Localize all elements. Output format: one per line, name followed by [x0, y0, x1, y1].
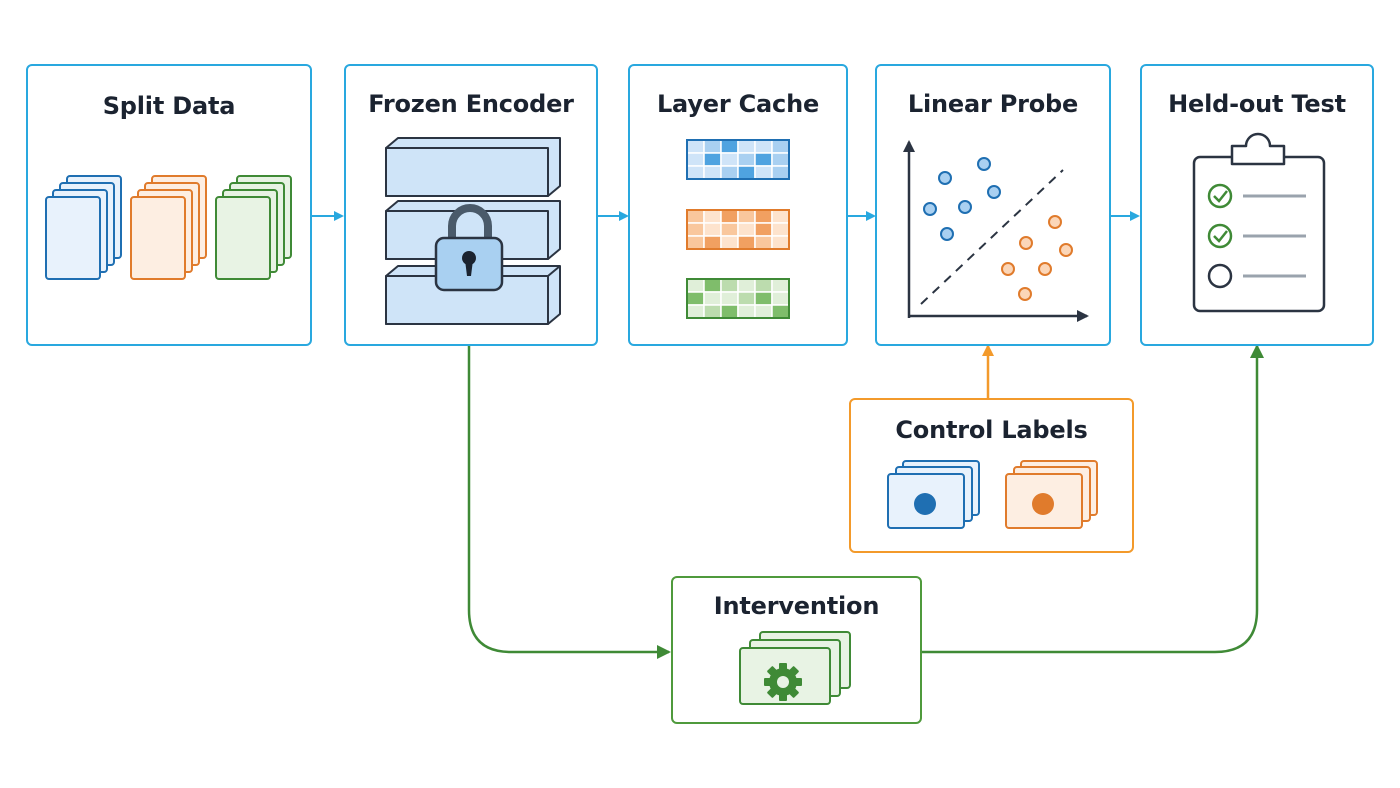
- arrow-intervention-to-test: [922, 344, 1264, 654]
- data-splits-icon: [45, 175, 292, 280]
- split-data-node: Split Data: [26, 64, 312, 346]
- scatter-plot-icon: [903, 140, 1089, 322]
- intervention-node: Intervention: [671, 576, 922, 724]
- held-out-test-title: Held-out Test: [1168, 90, 1346, 118]
- control-labels-node: Control Labels: [849, 398, 1134, 553]
- held-out-test-node: Held-out Test: [1140, 64, 1374, 346]
- layer-cache-title: Layer Cache: [656, 90, 820, 118]
- frozen-encoder-node: Frozen Encoder: [344, 64, 598, 346]
- lock-icon: [434, 204, 504, 292]
- check-item-2: [1207, 223, 1306, 249]
- unchecked-item: [1207, 263, 1306, 289]
- activation-grid: [686, 278, 790, 319]
- activation-grids: [686, 139, 790, 319]
- activation-grid: [686, 209, 790, 250]
- blue-label-dot: [914, 493, 936, 515]
- activation-grid: [686, 139, 790, 180]
- orange-label-dot: [1032, 493, 1054, 515]
- intervention-title: Intervention: [713, 592, 880, 620]
- control-labels-title: Control Labels: [895, 416, 1088, 444]
- check-item-1: [1207, 183, 1306, 209]
- arrow-encoder-to-intervention: [467, 345, 671, 659]
- linear-probe-node: Linear Probe: [875, 64, 1111, 346]
- gear-icon: [764, 663, 802, 701]
- label-cards-icon: [887, 460, 1098, 529]
- frozen-encoder-title: Frozen Encoder: [368, 90, 574, 118]
- checklist-clipboard-icon: [1192, 132, 1326, 313]
- layer-cache-node: Layer Cache: [628, 64, 848, 346]
- intervention-cards-icon: [739, 631, 851, 705]
- split-data-title: Split Data: [102, 92, 236, 120]
- linear-probe-title: Linear Probe: [907, 90, 1079, 118]
